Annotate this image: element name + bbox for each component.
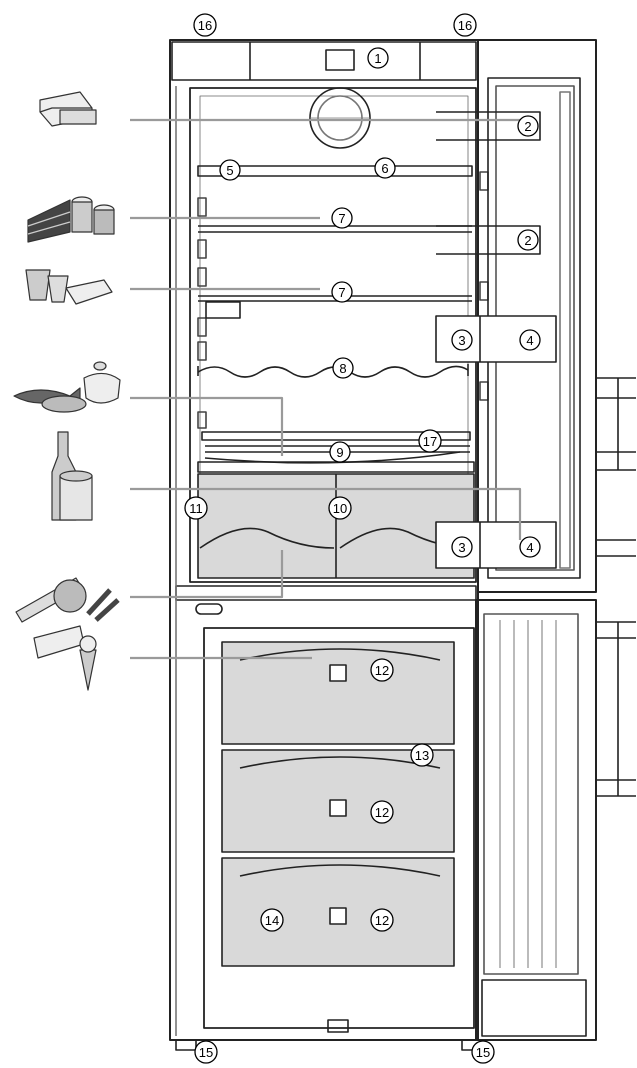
callout-number: 15	[476, 1045, 490, 1060]
callout-7: 7	[331, 281, 353, 303]
callout-number: 13	[415, 748, 429, 763]
leader-lines	[130, 118, 522, 660]
callout-12: 12	[370, 800, 394, 824]
callout-2: 2	[517, 115, 539, 137]
callout-circle	[517, 229, 539, 251]
callout-number: 8	[339, 361, 346, 376]
shelf	[197, 165, 473, 177]
callout-number: 14	[265, 913, 279, 928]
yogurt-cups-icon	[25, 269, 113, 305]
callout-circle	[410, 743, 434, 767]
callout-circle	[184, 496, 208, 520]
callout-number: 7	[338, 211, 345, 226]
callout-number: 9	[336, 445, 343, 460]
freezer-door	[475, 599, 636, 1041]
callout-circle	[219, 159, 241, 181]
callout-circle	[418, 429, 442, 453]
callout-10: 10	[328, 496, 352, 520]
callout-number: 7	[338, 285, 345, 300]
bottle-and-can-icon	[51, 431, 93, 521]
callout-circle	[370, 800, 394, 824]
callout-14: 14	[260, 908, 284, 932]
callout-circle	[331, 207, 353, 229]
callout-circle	[370, 658, 394, 682]
callout-13: 13	[410, 743, 434, 767]
callout-circle	[451, 536, 473, 558]
callout-circle	[193, 13, 217, 37]
callout-number: 16	[198, 18, 212, 33]
callout-1: 1	[367, 47, 389, 69]
callout-7: 7	[331, 207, 353, 229]
callout-number: 2	[524, 119, 531, 134]
food-icons	[13, 91, 121, 691]
callout-number: 17	[423, 434, 437, 449]
callout-4: 4	[519, 536, 541, 558]
callout-circle	[328, 496, 352, 520]
callout-12: 12	[370, 908, 394, 932]
callout-number: 4	[526, 540, 533, 555]
callout-number: 12	[375, 805, 389, 820]
callout-12: 12	[370, 658, 394, 682]
callout-16: 16	[453, 13, 477, 37]
callout-3: 3	[451, 329, 473, 351]
callout-circle	[517, 115, 539, 137]
cake-and-cans-icon	[27, 196, 115, 243]
callout-number: 4	[526, 333, 533, 348]
callout-16: 16	[193, 13, 217, 37]
callout-circle	[519, 329, 541, 351]
callout-circle	[451, 329, 473, 351]
callout-number: 3	[458, 333, 465, 348]
cheese-butter-icon	[39, 91, 97, 127]
callout-11: 11	[184, 496, 208, 520]
callout-circle	[331, 281, 353, 303]
callout-6: 6	[374, 157, 396, 179]
freezer-drawers	[221, 641, 455, 967]
callout-number: 1	[374, 51, 381, 66]
callout-circle	[367, 47, 389, 69]
callout-circle	[453, 13, 477, 37]
callout-4: 4	[519, 329, 541, 351]
callout-circle	[471, 1040, 495, 1064]
shelf	[198, 225, 472, 233]
vegetables-icon	[15, 577, 120, 623]
callout-circle	[370, 908, 394, 932]
callout-number: 6	[381, 161, 388, 176]
callout-circle	[260, 908, 284, 932]
shelf	[201, 431, 471, 441]
callout-2: 2	[517, 229, 539, 251]
callout-number: 12	[375, 913, 389, 928]
callout-9: 9	[329, 441, 351, 463]
callout-number: 16	[458, 18, 472, 33]
callout-circle	[329, 441, 351, 463]
callout-circle	[194, 1040, 218, 1064]
callout-number: 10	[333, 501, 347, 516]
callout-15: 15	[194, 1040, 218, 1064]
callout-circle	[519, 536, 541, 558]
callout-8: 8	[332, 357, 354, 379]
callout-17: 17	[418, 429, 442, 453]
callout-number: 11	[189, 501, 203, 516]
control-display	[325, 49, 355, 71]
callout-number: 15	[199, 1045, 213, 1060]
callout-15: 15	[471, 1040, 495, 1064]
callout-number: 3	[458, 540, 465, 555]
callout-3: 3	[451, 536, 473, 558]
callout-circle	[332, 357, 354, 379]
fish-and-pot-icon	[13, 361, 121, 413]
callout-number: 2	[524, 233, 531, 248]
ice-cream-icon	[33, 625, 97, 691]
callout-number: 5	[226, 163, 233, 178]
callout-5: 5	[219, 159, 241, 181]
callout-circle	[374, 157, 396, 179]
callout-number: 12	[375, 663, 389, 678]
